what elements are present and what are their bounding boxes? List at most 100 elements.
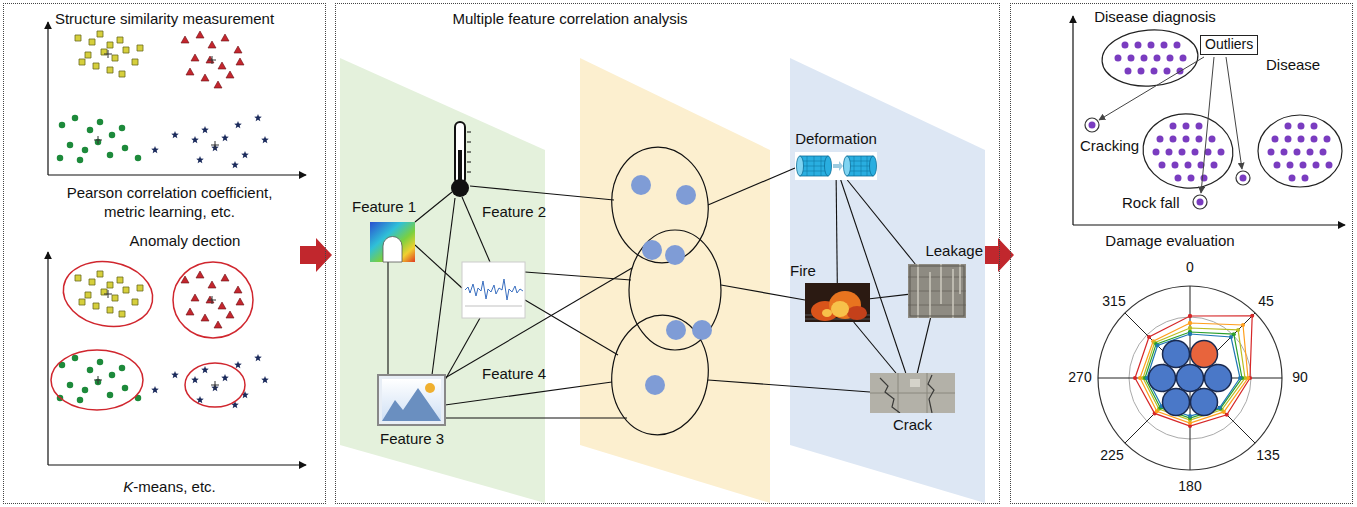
text-slot: 90	[1292, 369, 1308, 387]
flow-arrow	[300, 238, 332, 272]
text-slot: Disease diagnosis	[1055, 8, 1255, 27]
clustering-plot	[58, 255, 158, 334]
feature-cluster	[692, 320, 712, 340]
deformation-photo	[800, 156, 828, 176]
thermometer-icon	[455, 122, 465, 184]
method-panel: Structure similarity measurementPearson …	[3, 3, 326, 504]
diagnosis-plot	[1226, 57, 1242, 169]
method-note: Pearson correlation coefficient, metric …	[52, 184, 287, 222]
diagnosis-plot	[1100, 27, 1342, 193]
scatter-plot	[254, 114, 262, 121]
fire-photo	[822, 309, 832, 317]
outliers-box: Outliers	[1200, 35, 1258, 55]
connector	[841, 180, 906, 373]
deformation-photo	[833, 161, 843, 171]
stress-map-icon	[383, 237, 402, 263]
outlier-label: Disease	[1266, 56, 1320, 75]
polar-chart	[1149, 365, 1176, 392]
scatter-plot	[261, 136, 269, 143]
clustering-plot	[51, 255, 253, 410]
diagnosis-plot	[1236, 171, 1250, 185]
scatter-plot	[48, 22, 306, 175]
polar-chart	[1098, 286, 1282, 470]
polar-chart	[1177, 365, 1204, 392]
deformation-photo	[795, 152, 877, 180]
polar-chart	[1143, 328, 1245, 420]
panel-heading: Multiple feature correlation analysis	[420, 10, 720, 29]
diagnosis-plot	[1073, 224, 1345, 225]
correlation-line	[708, 380, 870, 392]
disease-name: Fire	[790, 262, 816, 281]
diagnosis-plot	[1099, 57, 1242, 193]
polar-chart	[1135, 316, 1252, 426]
scatter-plot	[48, 174, 306, 175]
feature-label: Feature 3	[380, 430, 444, 449]
stress-map-icon	[370, 222, 415, 262]
angle-label: 270	[1068, 369, 1091, 387]
outlier-label: Cracking	[1080, 137, 1139, 156]
feature-cluster	[631, 175, 712, 395]
polar-chart	[1205, 365, 1232, 392]
angle-label: 90	[1292, 369, 1308, 387]
fire-photo	[847, 306, 867, 320]
scatter-plot	[231, 161, 239, 168]
correlation-line	[415, 245, 462, 288]
text-slot: Feature 3	[380, 430, 444, 449]
outlier-label: Rock fall	[1122, 194, 1180, 213]
diagnosis-plot	[1073, 16, 1345, 225]
feature-cluster	[631, 175, 651, 195]
image-icon	[378, 375, 445, 425]
feature-cluster	[666, 320, 686, 340]
connector	[854, 322, 896, 373]
text-slot: Feature 2	[482, 203, 546, 222]
scatter-plot	[196, 156, 204, 163]
clustering-plot	[51, 350, 143, 410]
scatter-plot	[171, 131, 179, 138]
feature-cluster	[604, 309, 716, 441]
feature-cluster	[676, 185, 696, 205]
waveform-icon	[465, 279, 523, 300]
scatter-plot	[201, 126, 209, 133]
correlation-line	[445, 318, 480, 380]
fire-photo	[805, 283, 870, 322]
clustering-plot	[47, 252, 48, 465]
polar-chart	[1098, 286, 1282, 470]
deformation-photo	[797, 156, 804, 176]
feature-cluster	[645, 375, 665, 395]
disease-photo: Leakage	[908, 264, 966, 318]
text-slot: Rock fall	[1122, 194, 1180, 213]
connector	[917, 318, 930, 373]
box-label: Outliers	[1205, 36, 1253, 54]
feature-label: Feature 4	[482, 365, 546, 384]
diagnosis-plot	[1099, 57, 1204, 120]
diagnosis-plot	[1240, 175, 1247, 182]
text-slot: Leakage	[925, 242, 983, 261]
angle-label: 315	[1102, 293, 1125, 311]
diagnosis-plot	[1201, 57, 1214, 193]
scatter-plot	[241, 151, 249, 158]
angle-label: 0	[1186, 259, 1194, 277]
polar-chart	[1140, 323, 1248, 423]
text-slot: 270	[1068, 369, 1091, 387]
clustering-plot	[48, 464, 306, 465]
layer-plane	[790, 58, 985, 503]
feature-label: Feature 1	[352, 198, 416, 217]
scatter-plot	[47, 22, 48, 175]
panel-heading: Structure similarity measurement	[13, 10, 316, 29]
text-slot: Pearson correlation coefficient, metric …	[52, 184, 287, 222]
text-slot: Feature 4	[482, 365, 546, 384]
correlation-line	[432, 198, 455, 375]
feature-cluster	[665, 245, 685, 265]
text-slot: 0	[1186, 259, 1194, 277]
diagnosis-plot	[1072, 16, 1073, 225]
crack-photo	[928, 375, 934, 413]
angle-label: 45	[1258, 293, 1274, 311]
image-icon	[382, 388, 441, 421]
text-slot: Feature 1	[352, 198, 416, 217]
text-slot: Crack	[840, 416, 985, 435]
disease-name: Deformation	[755, 130, 917, 149]
layer-plane	[340, 58, 985, 503]
feature-label: Feature 2	[482, 203, 546, 222]
